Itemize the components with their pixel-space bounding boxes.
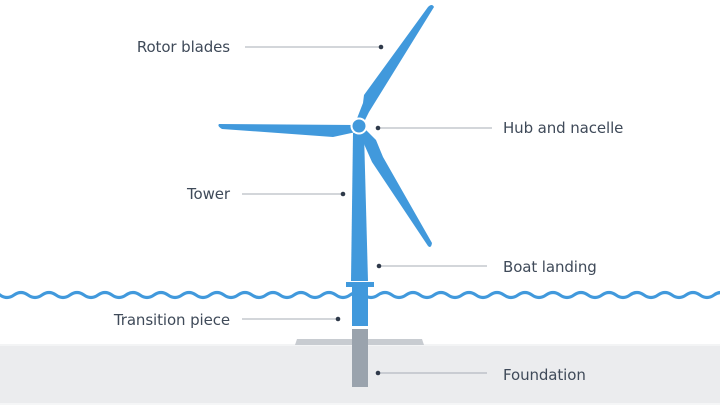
label-tower: Tower xyxy=(187,185,230,203)
label-boat-landing: Boat landing xyxy=(503,258,597,276)
foundation-pile xyxy=(352,329,368,387)
tower xyxy=(351,133,368,281)
label-transition-piece: Transition piece xyxy=(113,311,230,329)
rotor-blades xyxy=(218,5,434,247)
label-hub-and-nacelle: Hub and nacelle xyxy=(503,119,624,137)
hub xyxy=(350,117,368,135)
transition-flange xyxy=(346,282,374,287)
label-rotor-blades: Rotor blades xyxy=(136,38,230,56)
leader-lines xyxy=(242,44,492,376)
label-foundation: Foundation xyxy=(503,366,586,384)
water-wave xyxy=(0,290,720,300)
